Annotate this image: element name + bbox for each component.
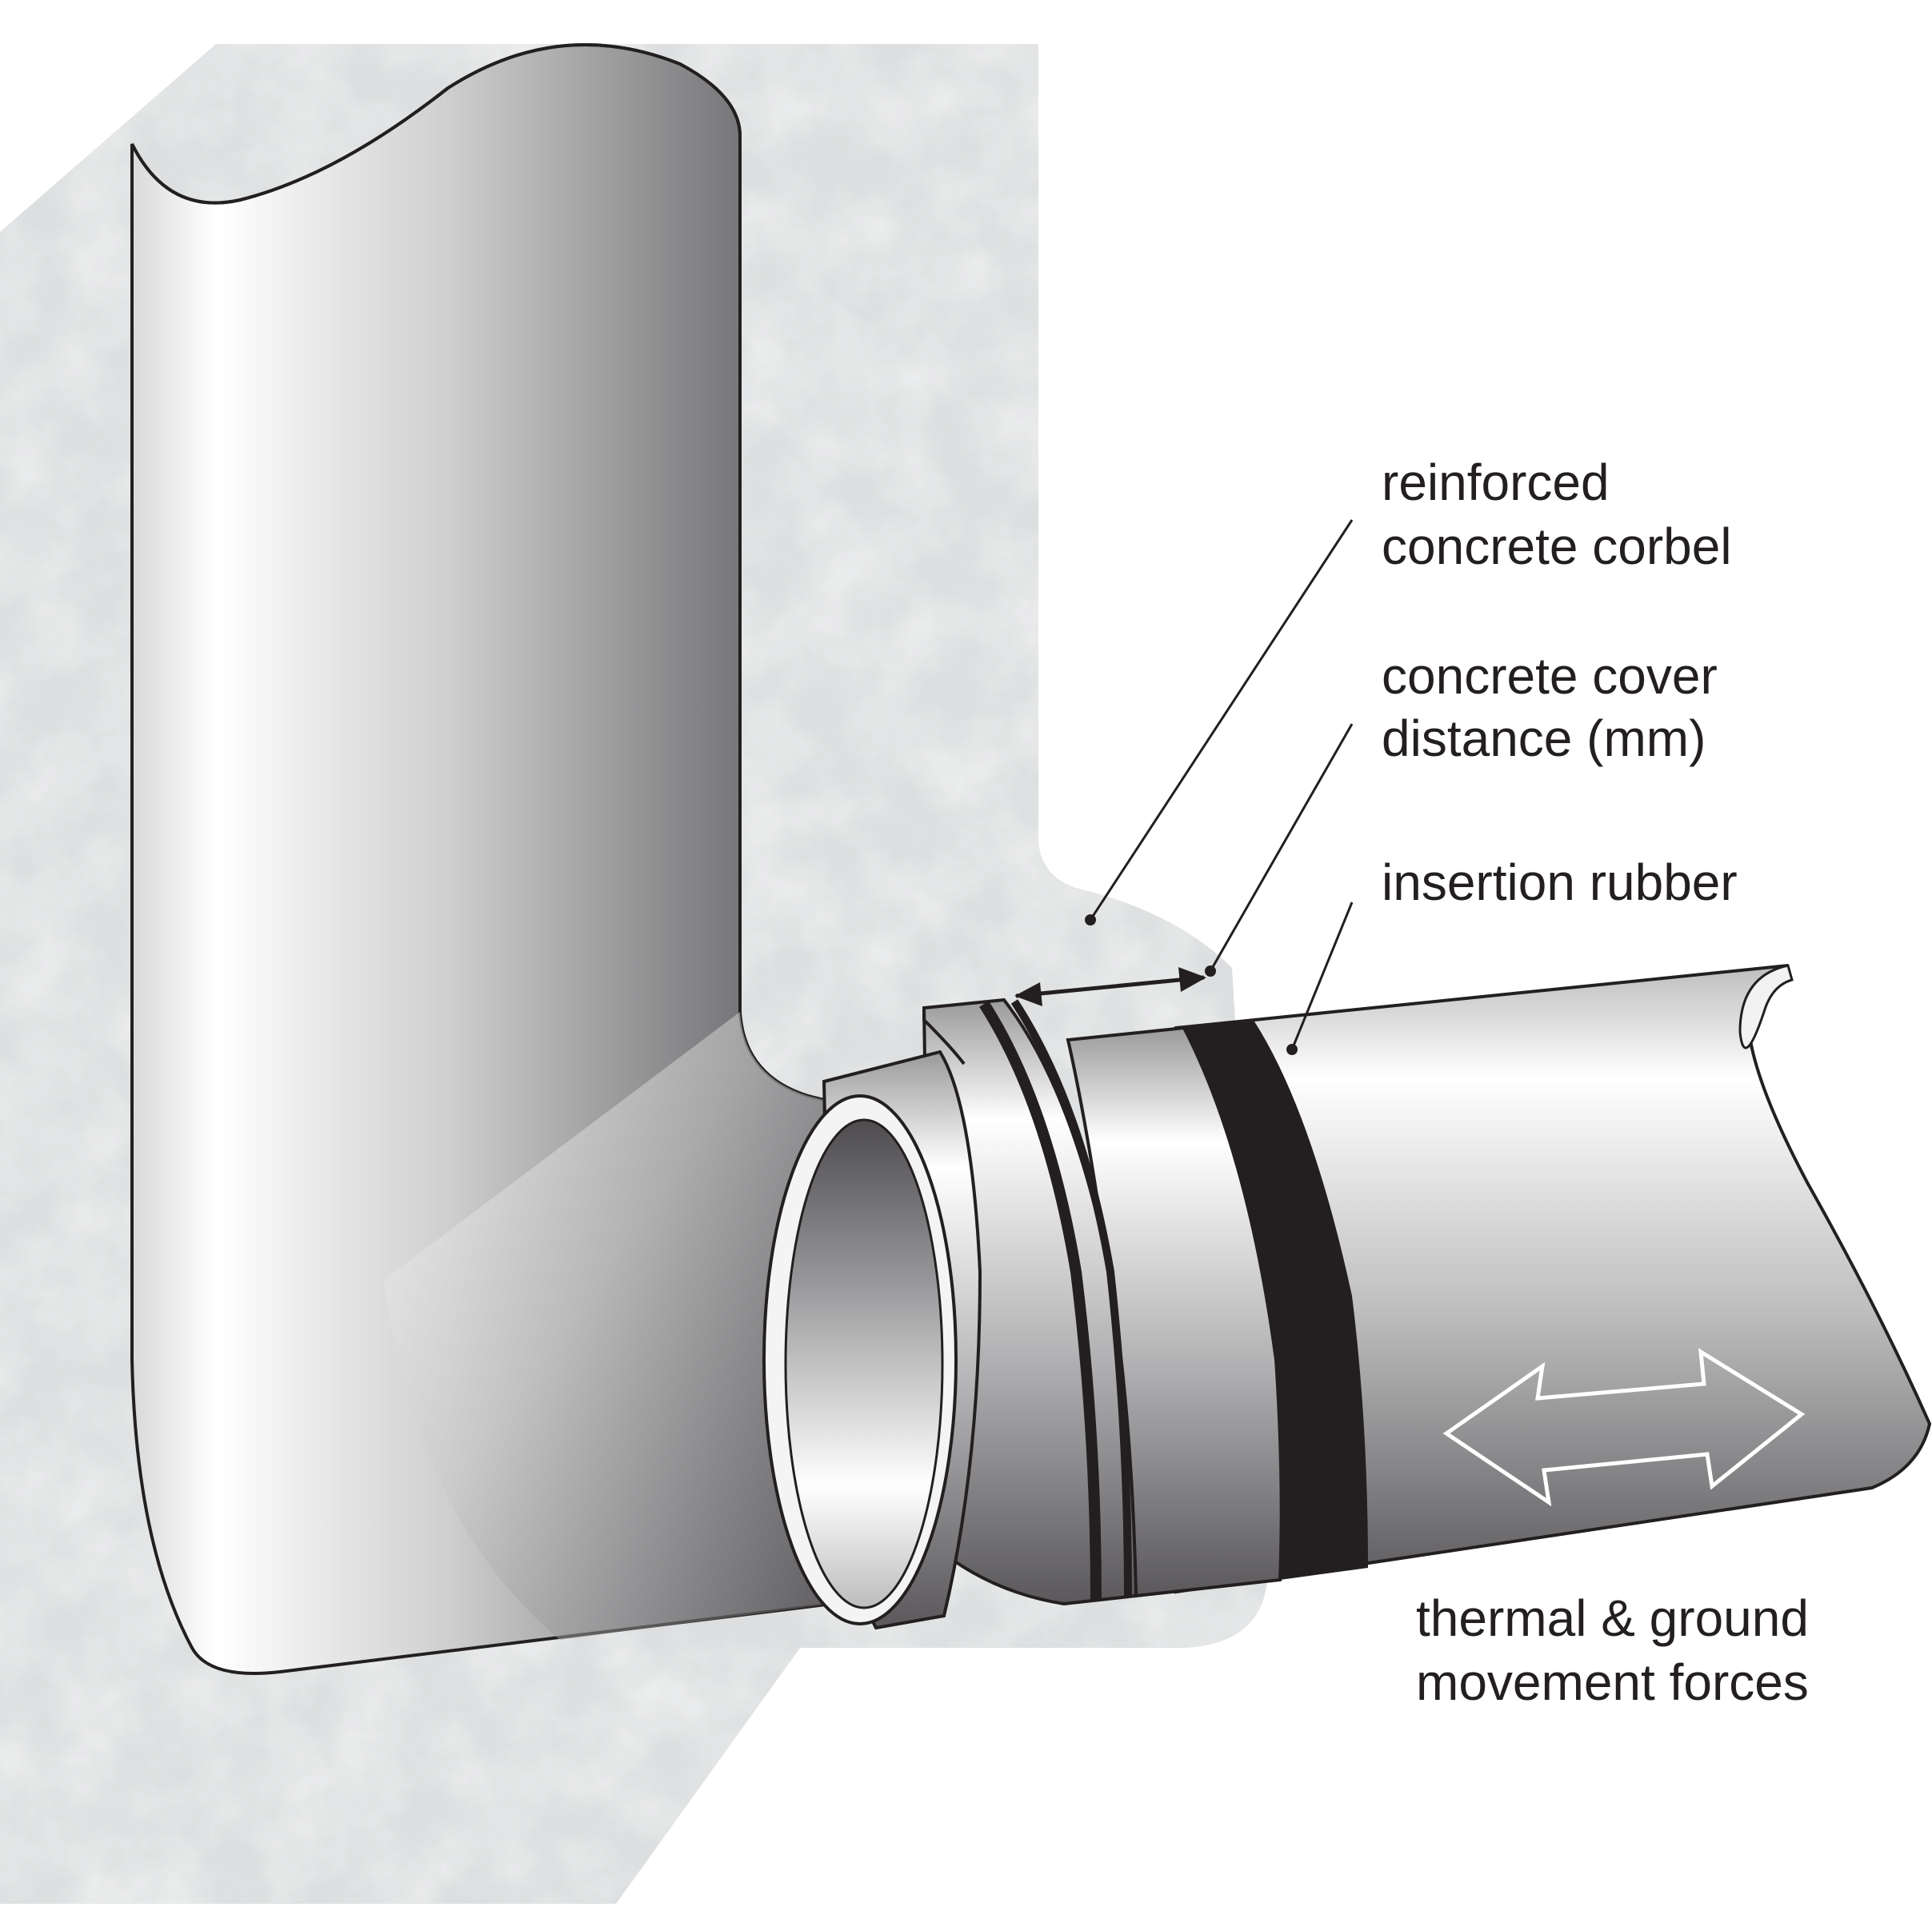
insertion-rubber [1182, 1021, 1368, 1580]
double-headed-arrow-icon [1442, 1348, 1806, 1507]
forces-label-line2: movement forces [1416, 1653, 1809, 1711]
rubber-label: insertion rubber [1382, 854, 1738, 911]
leader-lines [1085, 519, 1354, 1055]
sleeve-opening [762, 1049, 982, 1630]
corbel-label-line1: reinforced [1382, 454, 1610, 511]
cover-label-line2: distance (mm) [1382, 710, 1706, 767]
cover-label-line1: concrete cover [1382, 647, 1718, 705]
puddle-flange-collar [922, 997, 1283, 1606]
vertical-pipe-elbow [130, 43, 834, 1675]
labels: reinforced concrete corbel concrete cove… [1382, 454, 1809, 1711]
corbel-label-line2: concrete corbel [1382, 518, 1732, 575]
dimension-arrow-icon [1014, 967, 1206, 1006]
forces-label-line1: thermal & ground [1416, 1589, 1809, 1647]
